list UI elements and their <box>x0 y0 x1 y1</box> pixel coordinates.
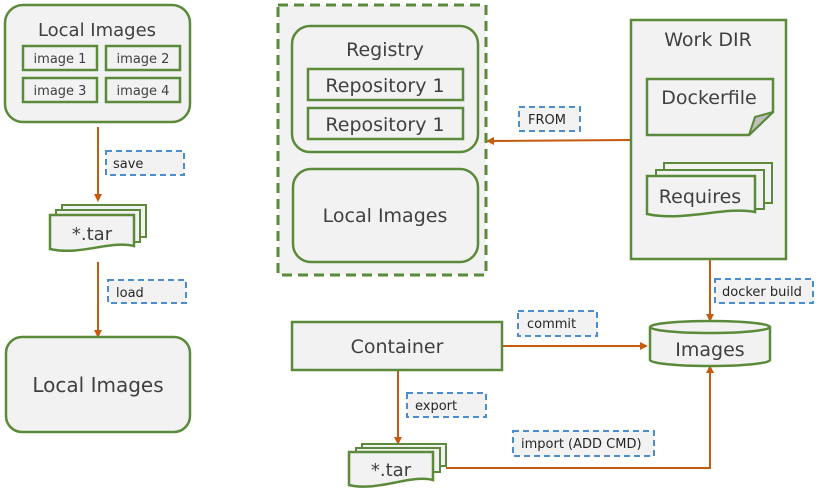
container-label: Container <box>351 336 444 358</box>
container-group: Container <box>290 320 504 372</box>
container-box[interactable] <box>290 320 504 372</box>
registry-title: Registry <box>346 39 424 61</box>
images-database[interactable]: Images <box>648 319 772 368</box>
from-label-text: FROM <box>528 113 566 128</box>
dockerfile-document[interactable]: Dockerfile <box>645 77 775 137</box>
tar-file-left[interactable]: *.tar <box>48 204 147 253</box>
repository-1-label: Repository 1 <box>325 75 444 97</box>
local-images-top-title: Local Images <box>38 20 156 41</box>
image-1-label: image 1 <box>34 52 87 67</box>
docker-build-label: docker build <box>714 278 814 304</box>
image-4-label: image 4 <box>117 84 170 99</box>
requires-documents[interactable]: Requires <box>645 162 773 218</box>
work-dir-group: Work DIR Dockerfile Requires <box>629 18 788 261</box>
local-images-bottom-group: Local Images <box>4 335 192 434</box>
image-3-box[interactable] <box>21 76 99 104</box>
image-4-box[interactable] <box>104 76 182 104</box>
dockerfile-label: Dockerfile <box>661 87 756 109</box>
commit-label: commit <box>517 310 598 337</box>
commit-label-text: commit <box>527 317 576 332</box>
from-arrow <box>486 136 631 145</box>
connectors <box>94 127 714 469</box>
images-label: Images <box>675 339 744 361</box>
local-images-bottom-box[interactable] <box>4 335 192 434</box>
tar-file-bottom[interactable]: *.tar <box>347 443 447 488</box>
tar-bottom-label: *.tar <box>371 460 412 481</box>
save-label-text: save <box>113 157 143 172</box>
load-label-text: load <box>116 286 144 301</box>
import-label: import (ADD CMD) <box>512 430 655 457</box>
local-images-middle-label: Local Images <box>323 205 448 227</box>
local-images-bottom-label: Local Images <box>32 373 163 397</box>
repository-2-label: Repository 1 <box>325 114 444 136</box>
export-label: export <box>406 392 487 418</box>
repository-1-box[interactable] <box>306 67 465 102</box>
image-2-label: image 2 <box>117 52 170 67</box>
local-images-middle-box[interactable] <box>291 167 480 264</box>
export-label-text: export <box>415 399 457 414</box>
registry-container-group: Registry Repository 1 Repository 1 Local… <box>276 3 488 277</box>
save-label: save <box>105 150 185 176</box>
requires-label: Requires <box>659 186 741 208</box>
tar-left-label: *.tar <box>72 224 113 245</box>
work-dir-title: Work DIR <box>664 29 752 51</box>
import-label-text: import (ADD CMD) <box>521 437 642 452</box>
image-1-box[interactable] <box>21 44 99 72</box>
docker-build-label-text: docker build <box>722 285 802 300</box>
image-2-box[interactable] <box>104 44 182 72</box>
from-label: FROM <box>518 106 581 132</box>
work-dir-box[interactable] <box>629 18 788 261</box>
image-3-label: image 3 <box>34 84 87 99</box>
local-images-top-group: Local Images image 1 image 2 image 3 ima… <box>3 3 192 124</box>
repository-2-box[interactable] <box>306 106 465 141</box>
load-label: load <box>107 279 187 304</box>
import-arrow <box>446 365 714 469</box>
